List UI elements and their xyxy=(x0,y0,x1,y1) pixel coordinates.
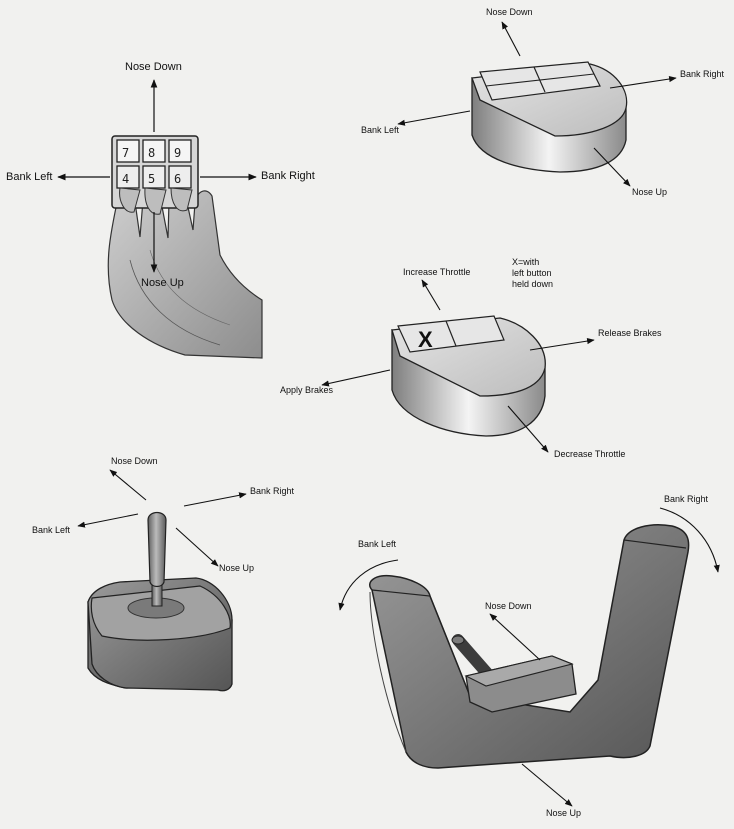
mouse1-arrow-right xyxy=(609,75,677,89)
mouse1-arrow-left xyxy=(397,110,471,126)
yoke-nose-down-label: Nose Down xyxy=(485,601,532,611)
joystick-illustration xyxy=(77,469,247,692)
mouse2-arrow-right xyxy=(529,338,595,351)
mouse1-nose-down-label: Nose Down xyxy=(486,7,533,17)
yoke-bank-right-label: Bank Right xyxy=(664,494,709,504)
mouse-throttle-illustration: X xyxy=(321,279,595,453)
mouse2-arrow-up xyxy=(421,279,441,311)
increase-throttle-label: Increase Throttle xyxy=(403,267,471,277)
note-line-2: left button xyxy=(512,268,552,278)
key-5: 5 xyxy=(148,172,155,186)
left-button-x-mark: X xyxy=(418,327,433,352)
key-4: 4 xyxy=(122,172,129,186)
left-button-note: X=with left button held down xyxy=(512,257,572,290)
keypad-nose-down-label: Nose Down xyxy=(125,61,182,73)
yoke-arrow-up xyxy=(489,613,541,661)
yoke-nose-up-label: Nose Up xyxy=(546,808,582,818)
joystick-bank-left-label: Bank Left xyxy=(32,525,71,535)
joystick-arrow-down xyxy=(175,527,219,567)
yoke-bank-left-label: Bank Left xyxy=(358,539,397,549)
yoke-arc-left xyxy=(338,559,399,611)
joystick-nose-down-label: Nose Down xyxy=(111,456,158,466)
mouse2-arrow-left xyxy=(321,369,391,387)
mouse1-bank-left-label: Bank Left xyxy=(361,125,400,135)
joystick-arrow-left xyxy=(77,513,139,528)
apply-brakes-label: Apply Brakes xyxy=(280,385,334,395)
mouse1-nose-up-label: Nose Up xyxy=(632,187,668,197)
mouse1-arrow-up xyxy=(501,21,521,57)
keypad-bank-right-label: Bank Right xyxy=(261,170,315,182)
joystick-nose-up-label: Nose Up xyxy=(219,563,255,573)
keypad-bank-left-label: Bank Left xyxy=(6,171,53,183)
yoke-illustration xyxy=(338,507,720,807)
mouse-flight-illustration xyxy=(397,21,677,187)
keypad-illustration: 7 8 9 4 5 6 xyxy=(57,79,263,359)
mouse1-bank-right-label: Bank Right xyxy=(680,69,725,79)
note-line-3: held down xyxy=(512,279,554,289)
hand-shape xyxy=(107,187,263,359)
mouse2-arrow-down xyxy=(507,405,549,453)
note-line-1: X=with xyxy=(512,257,540,267)
yoke-arc-right xyxy=(659,507,720,573)
key-6: 6 xyxy=(174,172,181,186)
keypad-nose-up-label: Nose Up xyxy=(141,277,184,289)
joystick-arrow-up xyxy=(109,469,147,501)
key-9: 9 xyxy=(174,146,181,160)
joystick-bank-right-label: Bank Right xyxy=(250,486,295,496)
decrease-throttle-label: Decrease Throttle xyxy=(554,449,626,459)
keypad-keys: 7 8 9 4 5 6 xyxy=(116,139,192,189)
release-brakes-label: Release Brakes xyxy=(598,328,662,338)
key-8: 8 xyxy=(148,146,155,160)
key-7: 7 xyxy=(122,146,129,160)
joystick-arrow-right xyxy=(183,492,247,507)
yoke-arrow-down xyxy=(521,763,573,807)
mouse1-arrow-down xyxy=(593,147,631,187)
